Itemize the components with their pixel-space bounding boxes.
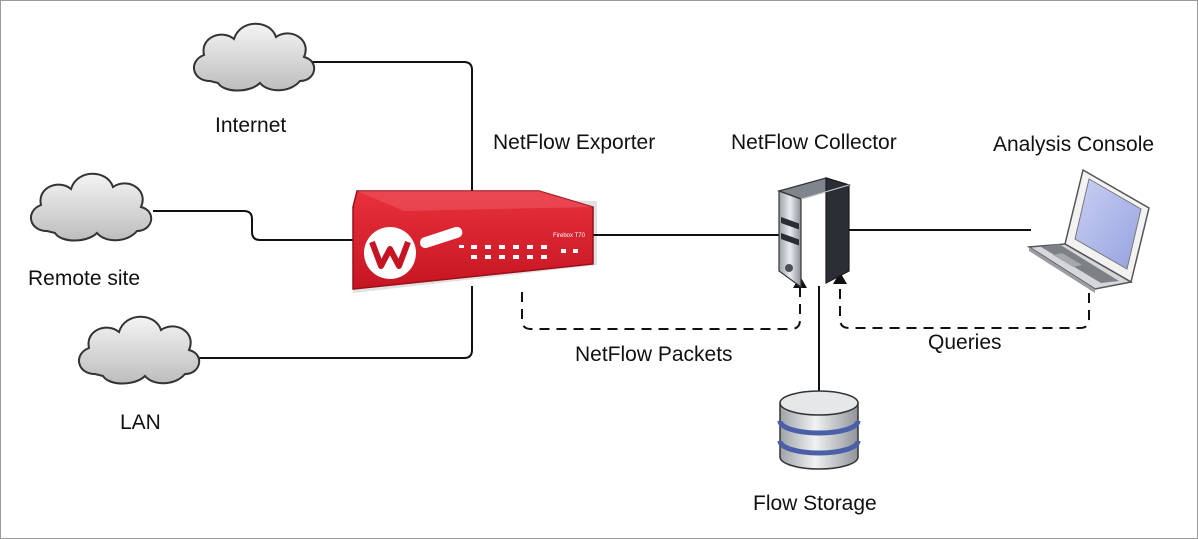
label-analysis-console: Analysis Console [993,133,1155,156]
flow-queries [839,283,1090,329]
dashed-flows [521,283,1090,330]
database-icon [777,390,861,470]
firewall-appliance-icon: Firebox T70 [352,190,597,293]
label-queries: Queries [928,331,1002,354]
link-lan-exporter [197,286,473,359]
cloud-icon-remote-site [29,172,153,242]
label-remote-site: Remote site [28,267,141,290]
link-internet-exporter [301,61,473,196]
link-remote-exporter [153,210,353,241]
arrowhead-queries [833,272,847,284]
label-lan: LAN [120,411,161,434]
label-netflow-collector: NetFlow Collector [731,131,897,154]
label-netflow-exporter: NetFlow Exporter [493,131,656,154]
appliance-model-text: Firebox T70 [553,233,586,239]
cloud-icon-lan [77,315,201,385]
server-tower-icon [777,177,852,289]
label-flow-storage: Flow Storage [753,492,877,515]
laptop-icon [1026,168,1150,293]
flow-netflow-packets [521,287,801,330]
solid-links [153,61,1031,391]
label-netflow-packets: NetFlow Packets [575,343,733,366]
cloud-icon-internet [192,22,316,92]
label-internet: Internet [215,114,287,137]
